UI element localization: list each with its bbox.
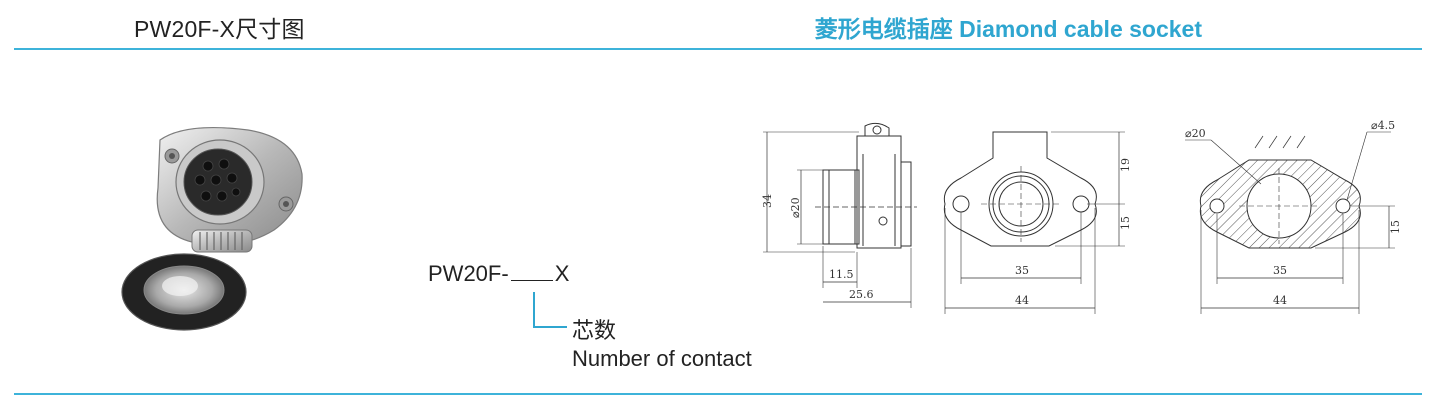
cutout-lower-dim: 15 bbox=[1389, 220, 1402, 234]
part-code-prefix: PW20F- bbox=[428, 261, 509, 286]
front-lower-dim: 15 bbox=[1119, 216, 1132, 230]
model-title: PW20F-X尺寸图 bbox=[134, 16, 305, 42]
front-width-dim: 44 bbox=[1015, 294, 1029, 307]
side-length-dim: 25.6 bbox=[849, 288, 874, 301]
cutout-spacing-dim: 35 bbox=[1273, 264, 1287, 277]
cutout-width-dim: 44 bbox=[1273, 294, 1287, 307]
contact-label-cn: 芯数 bbox=[572, 318, 617, 343]
product-title: 菱形电缆插座 Diamond cable socket bbox=[814, 16, 1202, 42]
part-code-suffix: X bbox=[554, 261, 570, 286]
cutout-view bbox=[1185, 131, 1395, 314]
part-code: PW20F- X bbox=[428, 260, 569, 287]
side-view bbox=[763, 122, 917, 308]
front-view bbox=[943, 131, 1125, 314]
side-height-dim: 34 bbox=[761, 194, 774, 208]
contact-label-en: Number of contact bbox=[572, 346, 752, 371]
front-upper-dim: 19 bbox=[1119, 158, 1132, 172]
bottom-divider bbox=[14, 393, 1422, 395]
side-diameter-dim: ⌀20 bbox=[789, 197, 802, 218]
side-short-dim: 11.5 bbox=[829, 268, 854, 281]
cutout-diameter-dim: ⌀20 bbox=[1185, 127, 1206, 140]
dimension-drawings: 34 ⌀20 11.5 25.6 19 15 35 44 bbox=[761, 119, 1402, 314]
front-spacing-dim: 35 bbox=[1015, 264, 1029, 277]
code-bracket bbox=[533, 292, 567, 328]
top-divider bbox=[14, 48, 1422, 50]
part-code-blank bbox=[510, 260, 553, 281]
product-photo bbox=[121, 126, 303, 331]
cutout-hole-dim: ⌀4.5 bbox=[1371, 119, 1395, 132]
